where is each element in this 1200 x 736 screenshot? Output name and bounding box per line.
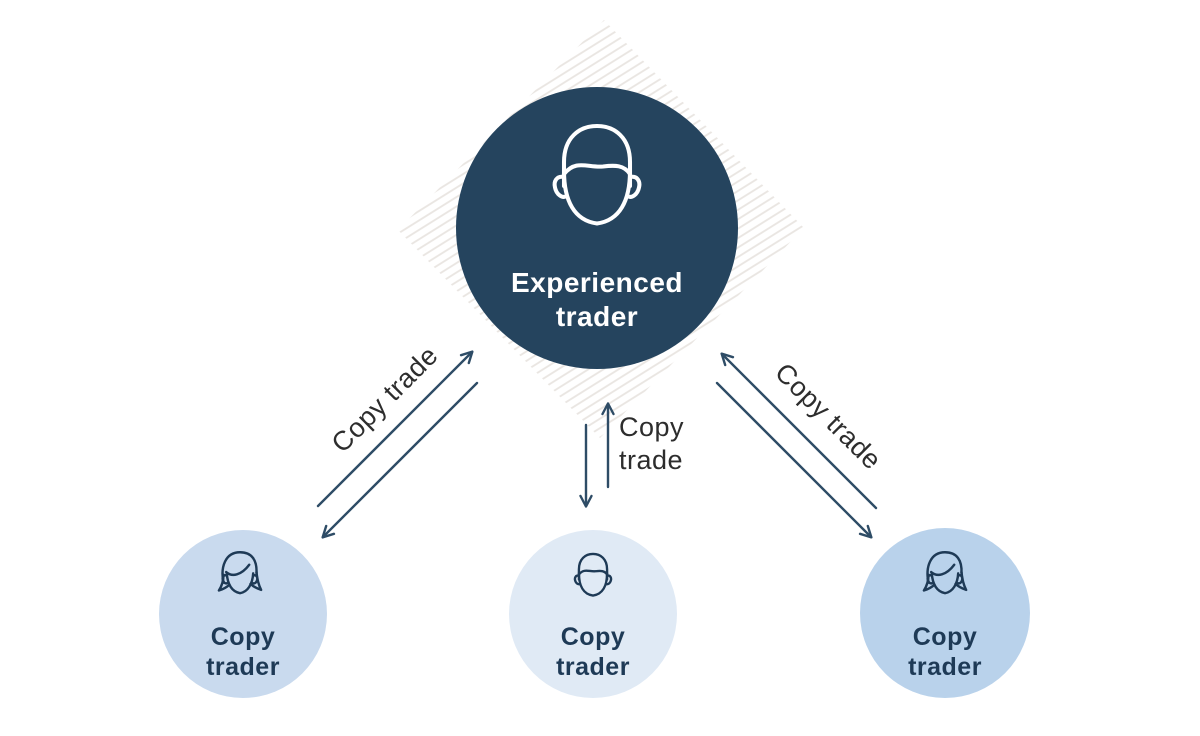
copy-trader-left-label: Copy trader	[206, 623, 280, 681]
copy-trader-middle-label: Copy trader	[556, 623, 630, 681]
copy-trader-right-label: Copy trader	[908, 623, 982, 681]
copy-trader-left-circle	[159, 530, 327, 698]
copy-trader-right-circle	[860, 528, 1030, 698]
experienced-trader-circle	[456, 87, 738, 369]
edge-arrows	[316, 350, 878, 539]
copy-trader-middle-circle	[509, 530, 677, 698]
arrow-right-up-icon	[720, 352, 878, 510]
experienced-trader-label: Experienced trader	[510, 267, 684, 332]
arrow-left-up-icon	[316, 350, 474, 508]
arrow-left-down-icon	[321, 381, 479, 539]
arrow-right-down-icon	[715, 381, 873, 539]
copy-trade-label-middle: Copy trade	[619, 412, 685, 475]
